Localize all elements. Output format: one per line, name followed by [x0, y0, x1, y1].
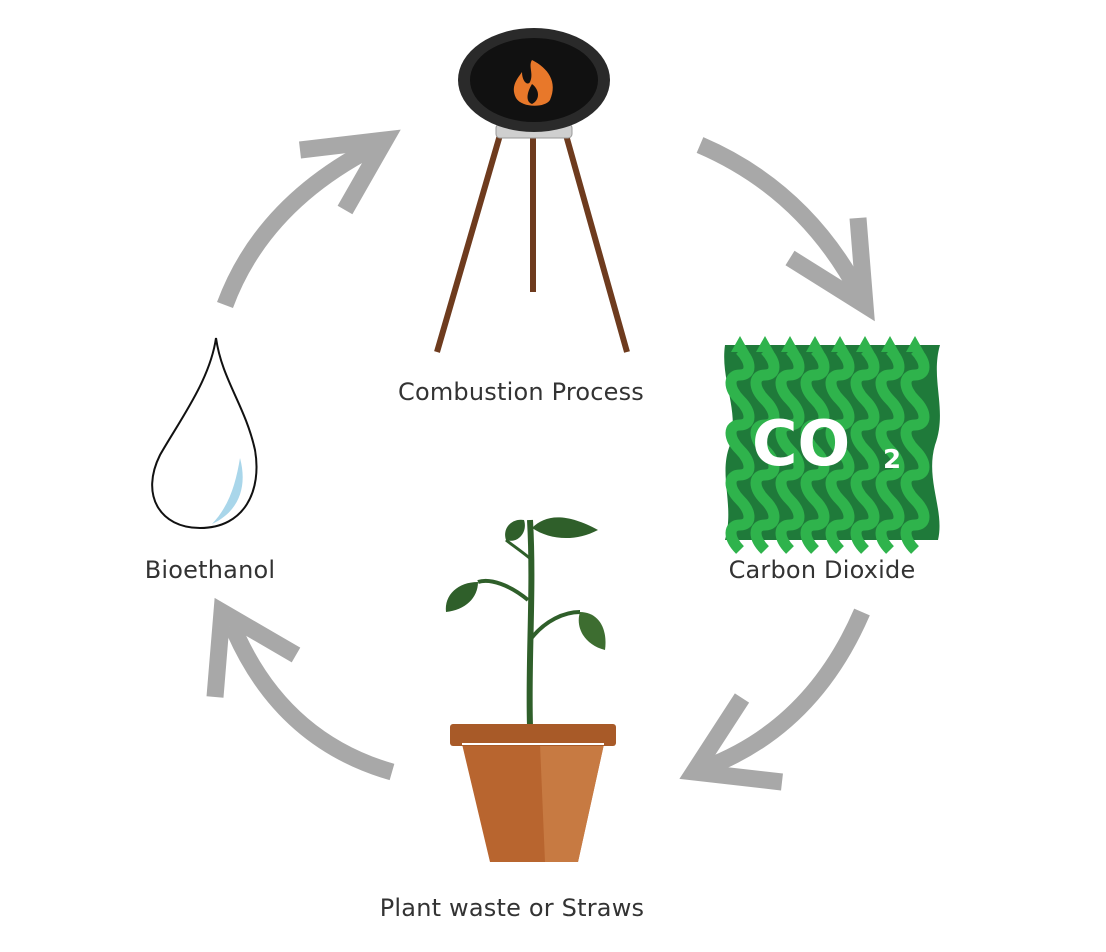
co2-icon: CO 2	[724, 336, 940, 554]
co2-wave-stripe	[725, 346, 755, 554]
co2-arrowhead	[806, 336, 824, 352]
arrow-plant-to-bioethanol	[206, 597, 395, 781]
arrow-bioethanol-to-combustion	[217, 129, 401, 308]
plant-waste-label: Plant waste or Straws	[379, 894, 645, 922]
co2-arrowhead	[906, 336, 924, 352]
arrow-co2-to-plant	[679, 608, 870, 791]
co2-wave-stripe	[900, 346, 930, 554]
co2-arrowhead	[781, 336, 799, 352]
potted-plant-icon	[445, 517, 616, 862]
fire-pit-icon	[434, 28, 630, 353]
co2-arrowhead	[731, 336, 749, 352]
co2-text: CO	[752, 407, 850, 480]
co2-wave-stripe	[775, 346, 805, 554]
co2-wave-stripe	[750, 346, 780, 554]
co2-wave-stripe	[800, 346, 830, 554]
co2-subscript: 2	[883, 445, 901, 475]
co2-wave-stripe	[875, 346, 905, 554]
co2-arrowhead	[831, 336, 849, 352]
bioethanol-drop-icon	[151, 337, 258, 530]
co2-wave-stripe	[850, 346, 880, 554]
co2-arrowhead	[856, 336, 874, 352]
co2-wave-stripe	[825, 346, 855, 554]
co2-arrowhead	[756, 336, 774, 352]
flame-icon	[513, 60, 553, 106]
combustion-process-label: Combustion Process	[397, 378, 645, 406]
bioethanol-label: Bioethanol	[144, 556, 276, 584]
co2-arrowhead	[881, 336, 899, 352]
arrow-combustion-to-co2	[696, 137, 875, 322]
carbon-dioxide-label: Carbon Dioxide	[728, 556, 916, 584]
